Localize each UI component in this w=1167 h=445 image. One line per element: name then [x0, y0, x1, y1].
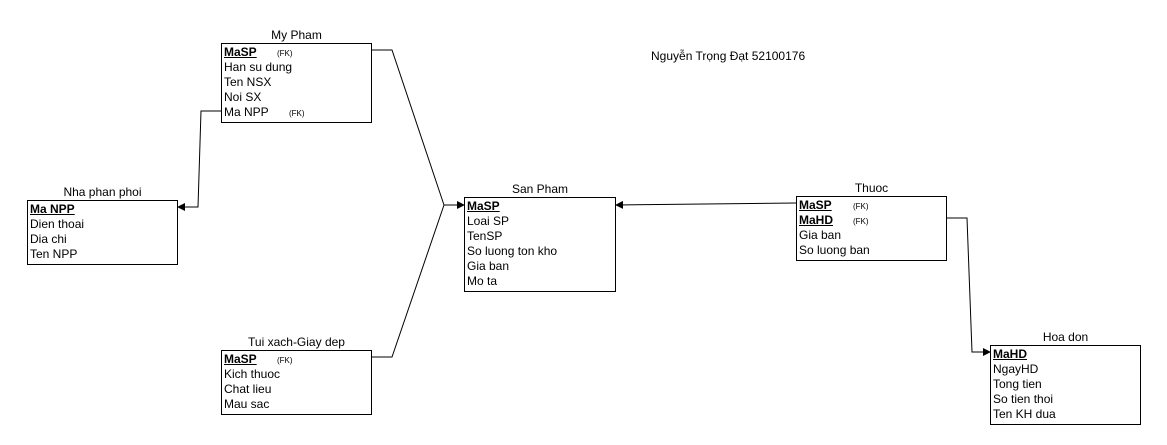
attribute-row[interactable]: Ma NPP (FK) [224, 105, 371, 120]
attribute-row[interactable]: Ten NPP [30, 247, 177, 262]
attribute-name: So tien thoi [993, 392, 1054, 406]
attribute-row[interactable]: NgayHD [993, 362, 1140, 377]
attribute-name: Gia ban [467, 259, 510, 273]
attribute-name-pk: MaHD [993, 347, 1028, 361]
attribute-row[interactable]: Loai SP [467, 214, 615, 229]
link-tuixach-sanpham[interactable] [372, 204, 445, 358]
attribute-row[interactable]: MaSP (FK) [224, 45, 371, 60]
attribute-name: Ten NPP [30, 247, 78, 261]
attribute-row[interactable]: Ma NPP [30, 202, 177, 217]
attribute-row[interactable]: Chat lieu [224, 382, 371, 397]
attribute-name: Kich thuoc [224, 367, 281, 381]
attribute-row[interactable]: Tong tien [993, 377, 1140, 392]
attribute-name: Loai SP [467, 214, 510, 228]
attribute-row[interactable]: MaSP (FK) [799, 198, 946, 213]
fk-marker: (FK) [853, 202, 869, 211]
entity-box[interactable]: MaSP (FK) MaHD (FK) Gia ban So luong ban [796, 196, 947, 261]
attribute-name: Ten NSX [224, 75, 272, 89]
link-mypham-sanpham[interactable] [372, 49, 445, 206]
attribute-name: TenSP [467, 229, 503, 243]
entity-box[interactable]: Ma NPP Dien thoai Dia chi Ten NPP [27, 200, 178, 265]
entity-title: My Pham [271, 28, 322, 42]
attribute-name: Gia ban [799, 228, 842, 242]
attribute-row[interactable]: Kich thuoc [224, 367, 371, 382]
attribute-row[interactable]: MaHD (FK) [799, 213, 946, 228]
attribute-row[interactable]: Ten NSX [224, 75, 371, 90]
entity-my-pham[interactable]: My Pham MaSP (FK) Han su dung Ten NSX No… [221, 28, 372, 123]
attribute-row[interactable]: Gia ban [799, 228, 946, 243]
entity-title: Thuoc [854, 181, 889, 195]
attribute-name: Ma NPP [224, 105, 269, 119]
entity-tui-xach-giay-dep[interactable]: Tui xach-Giay dep MaSP (FK) Kich thuoc C… [221, 335, 372, 415]
attribute-name: Ten KH dua [993, 407, 1056, 421]
attribute-name: Tong tien [993, 377, 1042, 391]
entity-nha-phan-phoi[interactable]: Nha phan phoi Ma NPP Dien thoai Dia chi … [27, 185, 178, 265]
entity-title: Nha phan phoi [63, 185, 142, 199]
attribute-name-pk: Ma NPP [30, 202, 75, 216]
attribute-row[interactable]: Dien thoai [30, 217, 177, 232]
entity-box[interactable]: MaSP Loai SP TenSP So luong ton kho Gia … [464, 197, 616, 292]
attribute-row[interactable]: Noi SX [224, 90, 371, 105]
attribute-name-pk: MaSP [799, 198, 832, 212]
attribute-row[interactable]: MaSP (FK) [224, 352, 371, 367]
attribute-row[interactable]: Dia chi [30, 232, 177, 247]
attribute-row[interactable]: MaHD [993, 347, 1140, 362]
entity-title: San Pham [511, 182, 569, 196]
attribute-row[interactable]: TenSP [467, 229, 615, 244]
entity-title: Tui xach-Giay dep [248, 335, 345, 349]
entity-hoa-don[interactable]: Hoa don MaHD NgayHD Tong tien So tien th… [990, 330, 1141, 425]
attribute-name-pk: MaSP [224, 45, 257, 59]
link-thuoc-sanpham[interactable] [615, 200, 797, 209]
fk-marker: (FK) [277, 356, 293, 365]
attribute-row[interactable]: Han su dung [224, 60, 371, 75]
attribute-name: Noi SX [224, 90, 262, 104]
entity-san-pham[interactable]: San Pham MaSP Loai SP TenSP So luong ton… [464, 182, 616, 292]
author-label: Nguyễn Trọng Đạt 52100176 [651, 49, 806, 63]
attribute-row[interactable]: So luong ton kho [467, 244, 615, 259]
attribute-name-pk: MaHD [799, 213, 834, 227]
link-thuoc-hoadon[interactable] [947, 217, 991, 356]
entity-thuoc[interactable]: Thuoc MaSP (FK) MaHD (FK) Gia ban So luo… [796, 181, 947, 261]
attribute-name: NgayHD [993, 362, 1039, 376]
link-mypham-nhaphanphoi[interactable] [177, 110, 221, 211]
attribute-row[interactable]: So tien thoi [993, 392, 1140, 407]
attribute-name: Dien thoai [30, 217, 85, 231]
fk-marker: (FK) [277, 49, 293, 58]
entity-box[interactable]: MaSP (FK) Han su dung Ten NSX Noi SX Ma … [221, 43, 372, 123]
attribute-row[interactable]: So luong ban [799, 243, 946, 258]
entity-title: Hoa don [1042, 330, 1089, 344]
attribute-name: So luong ban [799, 243, 870, 257]
attribute-name-pk: MaSP [467, 199, 500, 213]
attribute-name: Chat lieu [224, 382, 272, 396]
attribute-name: Han su dung [224, 60, 293, 74]
attribute-name: So luong ton kho [467, 244, 558, 258]
attribute-name: Mau sac [224, 397, 270, 411]
fk-marker: (FK) [289, 109, 305, 118]
attribute-name: Mo ta [467, 274, 498, 288]
attribute-row[interactable]: Ten KH dua [993, 407, 1140, 422]
attribute-name: Dia chi [30, 232, 67, 246]
attribute-name-pk: MaSP [224, 352, 257, 366]
attribute-row[interactable]: Mau sac [224, 397, 371, 412]
attribute-row[interactable]: Gia ban [467, 259, 615, 274]
attribute-row[interactable]: MaSP [467, 199, 615, 214]
entity-box[interactable]: MaSP (FK) Kich thuoc Chat lieu Mau sac [221, 350, 372, 415]
entity-box[interactable]: MaHD NgayHD Tong tien So tien thoi Ten K… [990, 345, 1141, 425]
attribute-row[interactable]: Mo ta [467, 274, 615, 289]
fk-marker: (FK) [853, 217, 869, 226]
